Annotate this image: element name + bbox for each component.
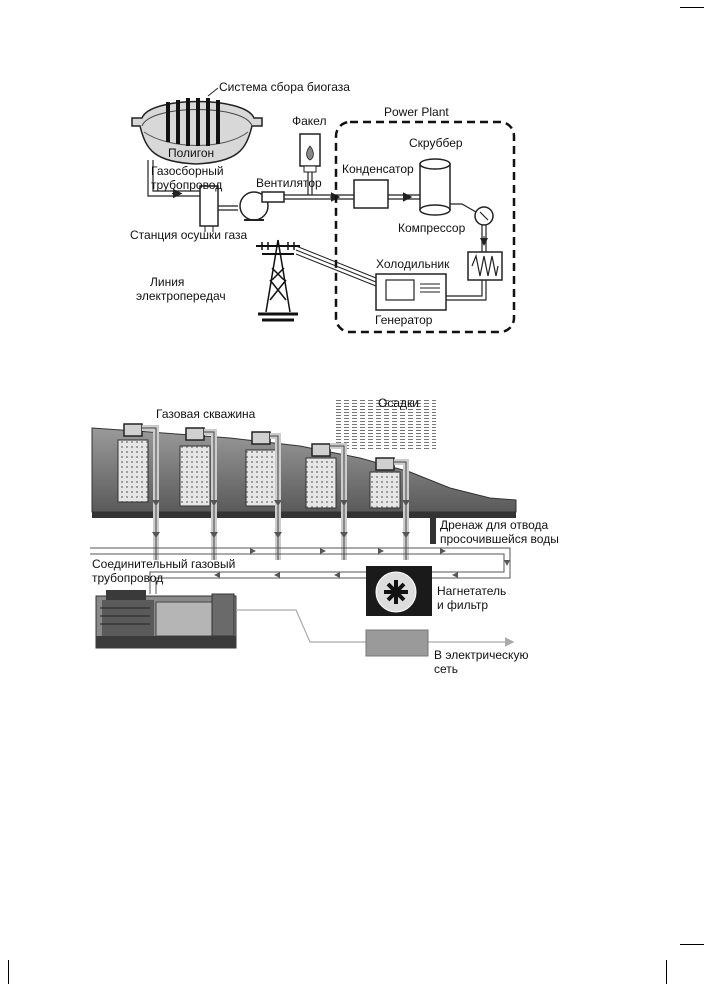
connecting-pipeline-label-2: трубопровод bbox=[92, 571, 164, 585]
corner-mark-bottom-right-v bbox=[666, 960, 667, 984]
transmission-tower bbox=[256, 239, 300, 322]
connecting-gas-pipeline bbox=[90, 547, 511, 594]
fan-label: Вентилятор bbox=[256, 176, 322, 190]
gas-pipeline-label-2: трубопровод bbox=[151, 178, 223, 192]
gas-pipeline-1 bbox=[147, 160, 200, 199]
precipitation-pattern bbox=[336, 398, 436, 450]
power-lines bbox=[295, 245, 377, 287]
generator bbox=[375, 273, 447, 311]
grid-connection-lines bbox=[236, 609, 515, 647]
generator-set bbox=[95, 590, 237, 649]
grid-label-2: сеть bbox=[434, 662, 459, 676]
electric-grid-box bbox=[365, 629, 429, 657]
corner-mark-bottom-left-v bbox=[8, 960, 9, 984]
power-plant-label: Power Plant bbox=[384, 105, 449, 119]
grid-label-1: В электрическую bbox=[434, 648, 529, 662]
connecting-pipeline-label-1: Соединительный газовый bbox=[92, 557, 236, 571]
biogas-system-label: Система сбора биогаза bbox=[219, 80, 350, 94]
cooler bbox=[467, 251, 503, 281]
condenser-label: Конденсатор bbox=[342, 162, 414, 176]
scrubber-label: Скруббер bbox=[409, 136, 463, 150]
power-line-label-2: электропередач bbox=[136, 289, 226, 303]
gas-wells bbox=[117, 423, 409, 560]
well-flow-arrows bbox=[152, 500, 410, 538]
power-line-label-1: Линия bbox=[150, 275, 185, 289]
blower-filter bbox=[366, 566, 432, 616]
drainage-label-2: просочившейся воды bbox=[440, 532, 559, 546]
power-plant-boundary bbox=[334, 120, 516, 334]
fan-blower bbox=[239, 191, 285, 221]
condenser bbox=[353, 179, 389, 209]
gas-drying-station bbox=[199, 185, 238, 232]
drying-station-label: Станция осушки газа bbox=[130, 228, 248, 242]
pipeline-arrows bbox=[214, 548, 510, 578]
drainage-label-1: Дренаж для отвода bbox=[440, 518, 549, 532]
generator-label: Генератор bbox=[375, 313, 433, 327]
corner-mark-top-right bbox=[680, 7, 704, 8]
cooler-label: Холодильник bbox=[376, 257, 450, 271]
precipitation-label: Осадки bbox=[378, 396, 419, 410]
corner-mark-bottom-right-h bbox=[680, 944, 704, 945]
flare bbox=[299, 133, 321, 173]
blower-filter-label-2: и фильтр bbox=[437, 598, 489, 612]
gas-well-label: Газовая скважина bbox=[156, 407, 256, 421]
compressor bbox=[474, 206, 494, 246]
landfill-shape bbox=[131, 87, 263, 165]
compressor-label: Компрессор bbox=[398, 221, 466, 235]
biogas-collection-pipes bbox=[166, 98, 220, 146]
gas-pipeline-2 bbox=[284, 170, 354, 202]
scrubber bbox=[419, 158, 451, 216]
blower-filter-label-1: Нагнетатель bbox=[437, 584, 507, 598]
flare-label: Факел bbox=[292, 114, 327, 128]
drainage-pipe bbox=[430, 518, 436, 544]
landfill-label: Полигон bbox=[168, 146, 215, 160]
gas-pipeline-label-1: Газосборный bbox=[151, 164, 224, 178]
